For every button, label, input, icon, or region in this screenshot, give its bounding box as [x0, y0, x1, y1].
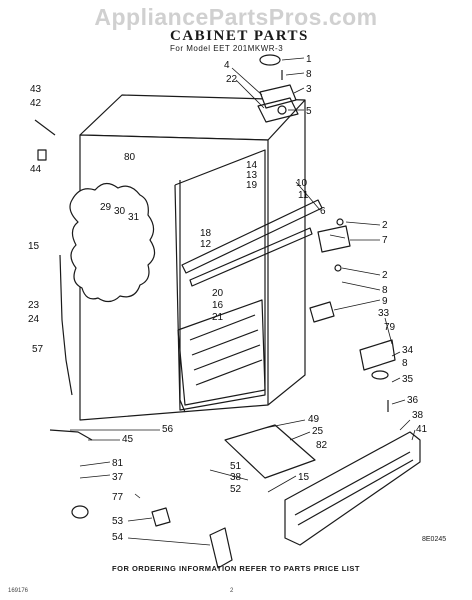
floor-rib-3	[193, 344, 261, 371]
top-hinge-bracket	[257, 97, 299, 123]
callout-2-lower: 2	[382, 270, 388, 281]
grille-slat-1	[294, 451, 411, 516]
leveling-leg	[151, 507, 171, 527]
grille-slat-2	[297, 459, 414, 526]
callout-35: 35	[402, 374, 414, 385]
callout-7: 7	[382, 235, 388, 246]
callout-81: 81	[112, 458, 124, 469]
corner-code-mid: 2	[230, 588, 234, 594]
drain-pan	[224, 424, 316, 479]
mullion-bar	[181, 199, 323, 274]
callout-4: 4	[224, 60, 230, 71]
callout-11: 11	[298, 190, 309, 201]
callout-16: 16	[212, 300, 224, 311]
callout-12: 12	[200, 239, 212, 250]
watermark: AppliancePartsPros.com	[94, 4, 378, 30]
wire-harness-56	[49, 429, 93, 441]
callout-15-center: 15	[298, 472, 310, 483]
toe-grille	[284, 431, 421, 546]
callout-5: 5	[306, 106, 312, 117]
roller	[71, 505, 89, 519]
callout-54: 54	[112, 532, 124, 543]
hinge-bushing-79	[371, 370, 389, 380]
washer-2-lower	[334, 264, 342, 272]
callout-6: 6	[320, 206, 326, 217]
callout-79: 79	[384, 322, 396, 333]
callout-41: 41	[416, 424, 428, 435]
callout-82: 82	[316, 440, 328, 451]
callout-80: 80	[124, 152, 136, 163]
crisper-floor	[177, 299, 266, 406]
floor-rib-4	[195, 359, 263, 386]
callout-44: 44	[30, 164, 42, 175]
callout-36: 36	[407, 395, 419, 406]
callout-57: 57	[32, 344, 44, 355]
callout-56: 56	[162, 424, 174, 435]
callout-37: 37	[112, 472, 124, 483]
callout-3: 3	[306, 84, 312, 95]
callout-2-upper: 2	[382, 220, 388, 231]
callout-1: 1	[306, 54, 312, 65]
callout-29: 29	[100, 202, 112, 213]
cabinet-back-edge	[267, 100, 306, 406]
washer-5	[277, 105, 287, 115]
spacer-44	[37, 149, 47, 161]
callout-20: 20	[212, 288, 224, 299]
center-hinge-6	[317, 225, 351, 253]
callout-10: 10	[296, 178, 308, 189]
callout-38-right: 38	[412, 410, 424, 421]
callout-52: 52	[230, 484, 242, 495]
callout-8-mid: 8	[382, 285, 388, 296]
callout-21: 21	[212, 312, 224, 323]
mullion-bar-lower	[189, 227, 313, 287]
callout-38-center: 38	[230, 472, 242, 483]
floor-rib-2	[191, 329, 259, 356]
hinge-cover-1	[259, 54, 281, 66]
callout-30: 30	[114, 206, 126, 217]
callout-23: 23	[28, 300, 40, 311]
floor-rib-1	[189, 314, 256, 341]
callout-15-left: 15	[28, 241, 40, 252]
washer-2-upper	[336, 218, 344, 226]
callout-33: 33	[378, 308, 390, 319]
shim-43	[34, 119, 56, 136]
callout-9: 9	[382, 296, 388, 307]
bottom-hinge-bracket	[359, 339, 396, 371]
drain-tube	[59, 254, 73, 396]
callout-8-right: 8	[402, 358, 408, 369]
callout-18: 18	[200, 228, 212, 239]
callout-43: 43	[30, 84, 42, 95]
hinge-pin-9	[309, 301, 335, 323]
callout-19: 19	[246, 180, 258, 191]
cabinet-liner-back	[179, 180, 186, 413]
callout-49: 49	[308, 414, 320, 425]
callout-51: 51	[230, 461, 242, 472]
callout-31: 31	[128, 212, 140, 223]
insulation-cutaway	[69, 182, 156, 303]
door-handle-54	[209, 527, 233, 569]
callout-13: 13	[246, 170, 258, 181]
callout-34: 34	[402, 345, 414, 356]
ordering-note: FOR ORDERING INFORMATION REFER TO PARTS …	[112, 564, 360, 573]
diagram-subtitle: For Model EET 201MKWR-3	[170, 44, 284, 53]
corner-code-left: 169176	[8, 588, 29, 594]
callout-24: 24	[28, 314, 40, 325]
callout-77: 77	[112, 492, 124, 503]
callout-42: 42	[30, 98, 42, 109]
callout-14: 14	[246, 160, 258, 171]
callout-8-top: 8	[306, 69, 312, 80]
diagram-title: CABINET PARTS	[170, 28, 309, 44]
diagram-code: 8E0245	[422, 536, 447, 543]
callout-53: 53	[112, 516, 124, 527]
callout-45: 45	[122, 434, 134, 445]
top-hinge-plate	[259, 84, 297, 109]
callout-25: 25	[312, 426, 324, 437]
callout-22: 22	[226, 74, 238, 85]
